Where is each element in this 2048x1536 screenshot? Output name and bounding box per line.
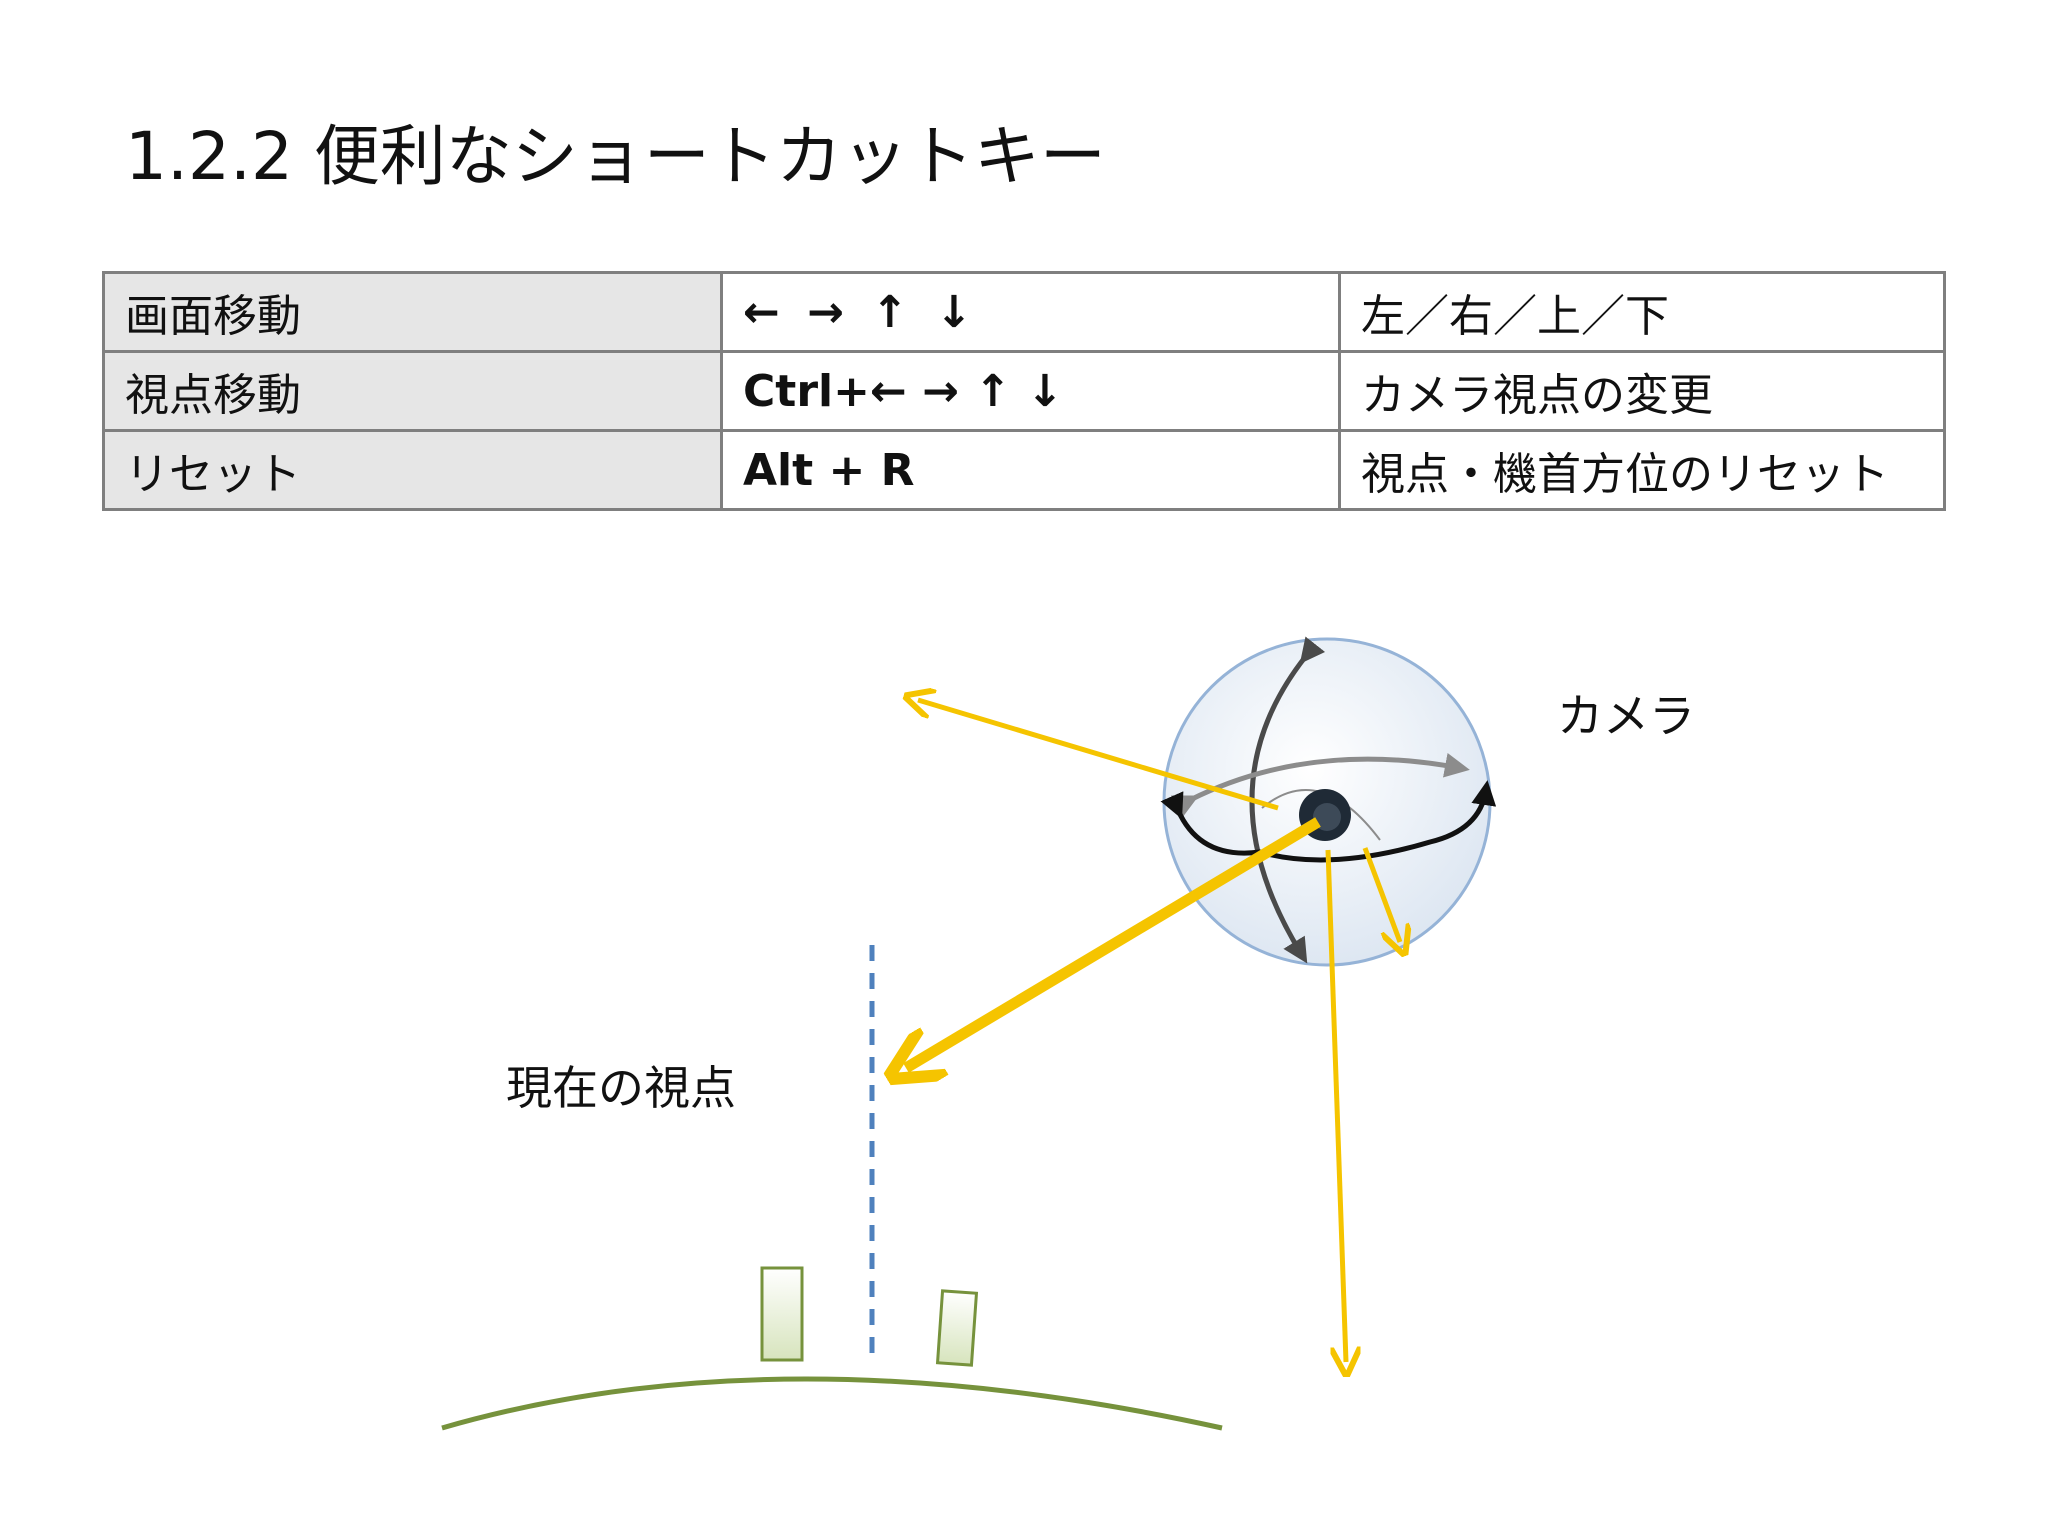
view-arrow-down-long (1325, 849, 1346, 1362)
keys-cell: Alt + R (720, 429, 1341, 511)
table-row: リセット Alt + R 視点・機首方位のリセット (102, 429, 1946, 511)
horizontal-rotation-front-arrow (1160, 780, 1497, 863)
description-cell: カメラ視点の変更 (1338, 350, 1946, 432)
keys-cell: ← → ↑ ↓ (720, 271, 1341, 353)
building-right (935, 1289, 979, 1367)
view-arrow-upper-left (918, 700, 1279, 811)
building-left (760, 1266, 804, 1362)
table-row: 視点移動 Ctrl+← → ↑ ↓ カメラ視点の変更 (102, 350, 1946, 432)
action-cell: リセット (102, 429, 723, 511)
description-cell: 視点・機首方位のリセット (1338, 429, 1946, 511)
shortcut-table: 画面移動 ← → ↑ ↓ 左／右／上／下 視点移動 Ctrl+← → ↑ ↓ カ… (102, 271, 1946, 511)
view-arrow-current-viewpoint (906, 817, 1321, 1068)
action-cell: 視点移動 (102, 350, 723, 432)
viewpoint-label: 現在の視点 (506, 1061, 736, 1115)
action-cell: 画面移動 (102, 271, 723, 353)
keys-cell: Ctrl+← → ↑ ↓ (720, 350, 1341, 432)
table-row: 画面移動 ← → ↑ ↓ 左／右／上／下 (102, 271, 1946, 353)
camera-label: カメラ (1557, 689, 1695, 743)
view-arrow-down-short (1362, 847, 1400, 942)
ground-curve (441, 1376, 1223, 1431)
page-title: 1.2.2 便利なショートカットキー (125, 118, 1106, 195)
description-cell: 左／右／上／下 (1338, 271, 1946, 353)
